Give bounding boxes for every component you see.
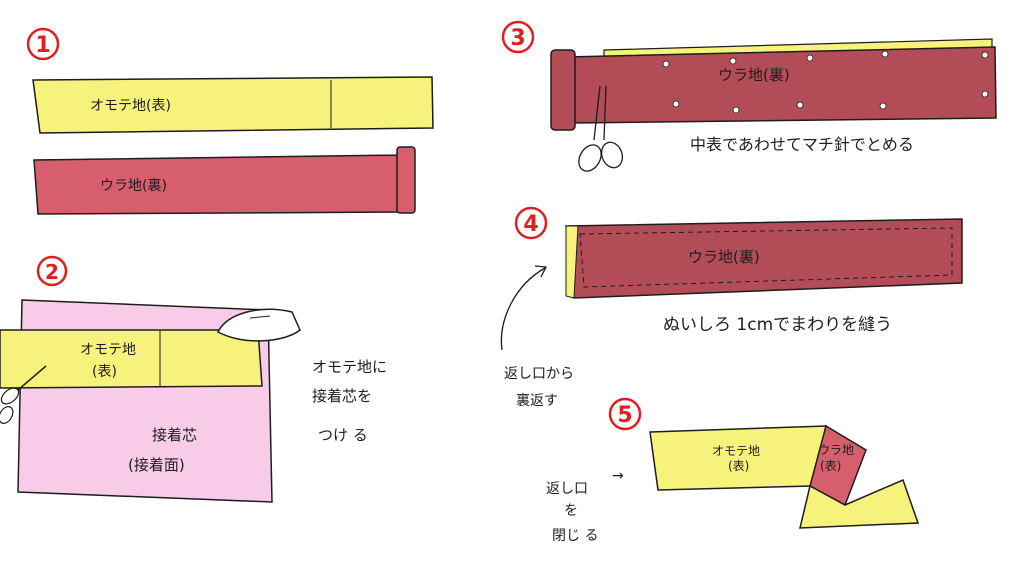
finished-tail xyxy=(799,478,920,529)
step-4-circle xyxy=(514,206,548,240)
scissors-icon xyxy=(0,365,47,424)
step-5-inner-label-b: (表) xyxy=(820,459,841,473)
step-1: 1 オモテ地(表) ウラ地(裏) xyxy=(26,27,434,215)
pin xyxy=(981,90,989,98)
interlining-label-a: 接着芯 xyxy=(152,426,197,444)
pin xyxy=(806,54,814,62)
step-5-outer-label-a: オモテ地 xyxy=(712,444,760,458)
pin xyxy=(879,102,887,110)
step-5-note-line3: 閉じ る xyxy=(552,528,598,544)
iron-icon xyxy=(216,308,301,342)
pin xyxy=(796,101,804,109)
step-2-number: 2 xyxy=(45,260,59,284)
inner-fabric-tab xyxy=(396,146,416,214)
step-4-number: 4 xyxy=(523,212,538,237)
step-5-note-line1: 返し口 xyxy=(546,481,588,497)
step-3-note: 中表であわせてマチ針でとめる xyxy=(690,135,914,154)
return-arrowhead xyxy=(534,265,548,278)
step-5: 5 オモテ地 (表) ウラ地 (表) 返し口 → を 閉じ る xyxy=(546,397,920,544)
pinned-fabric-end xyxy=(550,49,576,131)
step-3-number: 3 xyxy=(510,26,525,51)
step-5-inner-label-a: ウラ地 xyxy=(818,443,854,457)
step-3: 3 ウラ地(裏) 中表であわせてマチ針でとめる xyxy=(501,20,997,172)
scissors-icon xyxy=(578,85,624,172)
sewn-fabric-yellow-edge xyxy=(565,225,579,299)
step-2: 2 オモテ地 (表) 接着芯 (接着面) オモテ地に 接着芯を つけ る xyxy=(0,255,387,503)
pin xyxy=(732,106,740,114)
step-1-circle xyxy=(26,27,60,61)
pins xyxy=(662,50,989,114)
inner-fabric-label: ウラ地(裏) xyxy=(100,177,167,194)
finished-outer-part xyxy=(649,425,827,491)
pin xyxy=(981,51,989,59)
step-4-return-line2: 裏返す xyxy=(516,392,558,409)
seam-line xyxy=(579,227,953,288)
step-5-circle xyxy=(608,397,642,431)
step-4-note: ぬいしろ 1cmでまわりを縫う xyxy=(663,315,892,335)
step-3-ura-label: ウラ地(裏) xyxy=(718,66,790,84)
interlining-label-b: (接着面) xyxy=(128,456,185,474)
step-4-return-line1: 返し口から xyxy=(504,366,574,382)
outer-fabric-label-2b: (表) xyxy=(92,364,117,380)
outer-fabric-strip xyxy=(32,76,434,134)
step-2-note-line3: つけ る xyxy=(318,426,368,444)
pin xyxy=(881,50,889,58)
step-4: 4 ウラ地(裏) ぬいしろ 1cmでまわりを縫う 返し口から 裏返す xyxy=(500,206,963,409)
step-5-outer-label-b: (表) xyxy=(728,459,749,473)
pin xyxy=(662,60,670,68)
step-5-number: 5 xyxy=(617,403,632,428)
outer-fabric-on-interlining xyxy=(0,329,263,389)
step-5-note-line2: を xyxy=(564,503,578,519)
outer-fabric-label: オモテ地(表) xyxy=(90,98,171,114)
return-arrow xyxy=(500,267,546,351)
step-2-circle xyxy=(36,255,68,287)
step-1-number: 1 xyxy=(35,33,50,58)
inner-fabric-strip xyxy=(33,154,406,215)
step-5-arrow: → xyxy=(612,468,624,484)
step-2-note-line2: 接着芯を xyxy=(312,387,372,405)
iron-handle xyxy=(249,315,271,319)
outer-fabric-label-2a: オモテ地 xyxy=(80,342,136,358)
pinned-fabric xyxy=(565,46,997,124)
pin xyxy=(729,57,737,65)
step-3-circle xyxy=(501,20,535,54)
pin xyxy=(672,100,680,108)
step-2-note-line1: オモテ地に xyxy=(312,358,387,376)
step-4-ura-label: ウラ地(裏) xyxy=(688,248,760,266)
